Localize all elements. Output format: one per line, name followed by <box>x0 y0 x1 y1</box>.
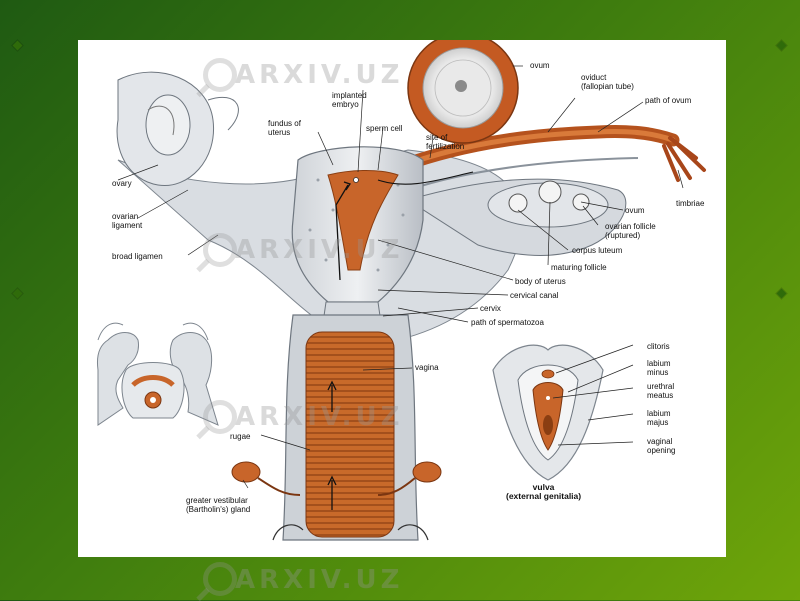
bullet-decoration <box>776 40 787 51</box>
vagina-canal <box>305 331 395 538</box>
label-oviduct: oviduct (fallopian tube) <box>581 73 634 91</box>
label-site-of-fertilization: site of fertilization <box>426 133 465 151</box>
label-body-of-uterus: body of uterus <box>515 277 566 286</box>
label-labium-minus: labium minus <box>647 359 671 377</box>
label-bartholin-gland: greater vestibular (Bartholin's) gland <box>186 496 251 514</box>
anatomy-illustration <box>97 40 706 541</box>
label-fundus-of-uterus: fundus of uterus <box>268 119 301 137</box>
watermark-logo <box>203 400 237 434</box>
vulva-inset <box>492 344 604 481</box>
bullet-decoration <box>12 288 23 299</box>
label-clitoris: clitoris <box>647 342 670 351</box>
label-corpus-luteum: corpus luteum <box>572 246 623 255</box>
label-ovarian-ligament: ovarian ligament <box>112 212 143 230</box>
pelvis-inset <box>97 322 219 426</box>
watermark-logo <box>203 58 237 92</box>
watermark-logo <box>203 562 237 596</box>
label-ovarian-follicle-ruptured: ovarian follicle (ruptured) <box>605 222 656 240</box>
anatomy-diagram: ovum oviduct (fallopian tube) path of ov… <box>78 40 726 557</box>
bartholin-glands <box>231 461 442 483</box>
label-ovum-mid: ovum <box>625 206 645 215</box>
label-cervical-canal: cervical canal <box>510 291 559 300</box>
label-cervix: cervix <box>480 304 501 313</box>
label-vaginal-opening: vaginal opening <box>647 437 676 455</box>
label-labium-majus: labium majus <box>647 409 671 427</box>
label-implanted-embryo: implanted embryo <box>332 91 367 109</box>
watermark: ARXIV.UZ <box>235 565 404 595</box>
bullet-decoration <box>776 288 787 299</box>
label-vulva-title: vulva (external genitalia) <box>506 482 582 501</box>
bullet-decoration <box>12 40 23 51</box>
label-fimbriae: timbriae <box>676 199 705 208</box>
label-ovary: ovary <box>112 179 132 188</box>
label-vagina: vagina <box>415 363 439 372</box>
leader-lines <box>117 65 684 489</box>
label-maturing-follicle: maturing follicle <box>551 263 607 272</box>
label-path-of-spermatozoa: path of spermatozoa <box>471 318 544 327</box>
label-sperm-cell: sperm cell <box>366 124 403 133</box>
label-urethral-meatus: urethral meatus <box>647 382 675 400</box>
label-ovum: ovum <box>530 61 550 70</box>
fimbriae <box>662 136 706 182</box>
label-path-of-ovum: path of ovum <box>645 96 692 105</box>
uterine-cavity <box>327 169 399 271</box>
label-broad-ligament: broad ligamen <box>112 252 163 261</box>
label-rugae: rugae <box>230 432 251 441</box>
watermark-logo <box>203 233 237 267</box>
